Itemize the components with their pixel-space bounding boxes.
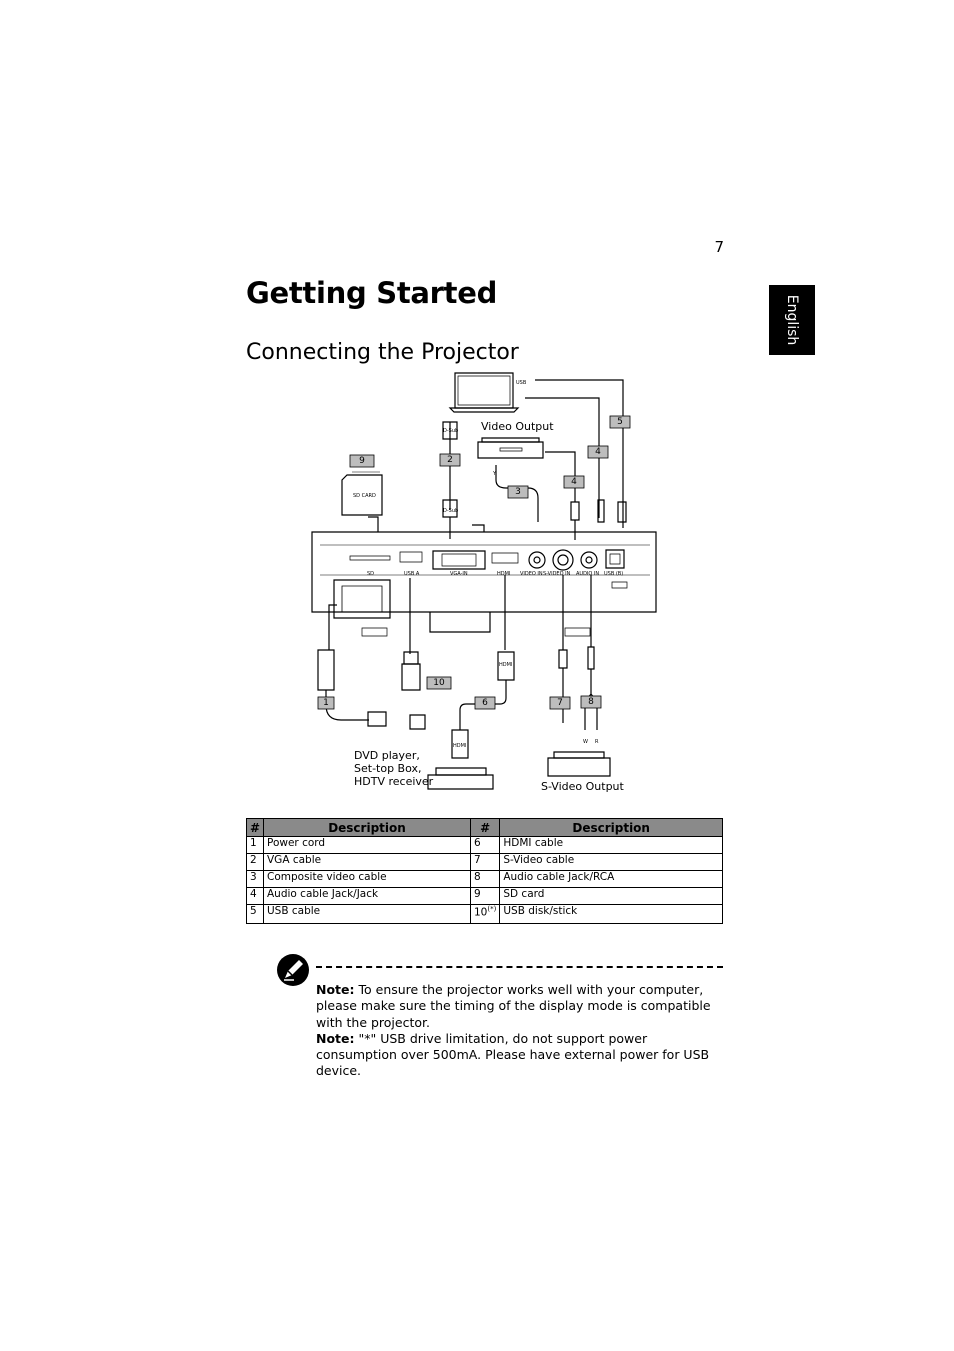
cell-desc: Power cord xyxy=(263,836,471,854)
note-1-text: To ensure the projector works well with … xyxy=(316,982,711,1030)
table-header-num-1: # xyxy=(246,818,264,837)
s-video-output-label: S-Video Output xyxy=(541,780,624,793)
cell-desc: S-Video cable xyxy=(499,853,723,871)
connector-w-label: W xyxy=(583,739,588,745)
port-sd-label: SD xyxy=(367,571,375,577)
dvd-label-line3: HDTV receiver xyxy=(354,775,434,788)
note-1: Note: To ensure the projector works well… xyxy=(316,982,716,1031)
cell-desc: Audio cable Jack/RCA xyxy=(499,870,723,888)
callout-1: 1 xyxy=(323,698,329,708)
cell-num-value: 10 xyxy=(474,906,488,919)
table-row: 5 USB cable 10(*) USB disk/stick xyxy=(246,904,723,924)
callout-10: 10 xyxy=(433,678,445,688)
port-hdmi-label: HDMI xyxy=(497,571,511,577)
port-usb-b-label: USB (B) xyxy=(604,571,624,577)
video-player-icon xyxy=(477,437,544,459)
cell-num: 7 xyxy=(469,853,501,871)
callout-7: 7 xyxy=(557,698,563,708)
note-text: Note: To ensure the projector works well… xyxy=(316,982,716,1080)
usb-connector-label: USB xyxy=(516,380,527,386)
callout-4b: 4 xyxy=(595,447,601,457)
cell-num-footnote: (*) xyxy=(487,905,497,913)
table-row: 3 Composite video cable 8 Audio cable Ja… xyxy=(246,870,723,888)
language-tab-label: English xyxy=(784,294,800,346)
table-row: 2 VGA cable 7 S-Video cable xyxy=(246,853,723,871)
laptop-icon xyxy=(448,372,520,413)
connection-diagram: 1 2 3 4 4 5 6 7 8 9 10 USB D-Sub D-Sub S… xyxy=(300,370,700,800)
sd-card-icon xyxy=(341,471,383,516)
hdmi-cable-bottom-label: HDMI xyxy=(453,743,467,749)
page-number: 7 xyxy=(714,238,724,256)
table-header-desc-2: Description xyxy=(499,818,723,837)
callout-6: 6 xyxy=(482,698,488,708)
table-header-row: # Description # Description xyxy=(246,818,723,837)
cell-num: 5 xyxy=(246,904,264,924)
hdmi-cable-label: HDMI xyxy=(499,662,513,668)
table-row: 1 Power cord 6 HDMI cable xyxy=(246,836,723,854)
svideo-player-icon xyxy=(547,751,611,777)
cell-desc: HDMI cable xyxy=(499,836,723,854)
cell-num: 4 xyxy=(246,887,264,905)
note-divider xyxy=(316,966,723,968)
port-usb-a-label: USB A xyxy=(404,571,420,577)
cell-num: 3 xyxy=(246,870,264,888)
callout-2: 2 xyxy=(447,455,453,465)
cell-num: 1 xyxy=(246,836,264,854)
table-header-num-2: # xyxy=(469,818,501,837)
cell-desc: VGA cable xyxy=(263,853,471,871)
cell-desc: SD card xyxy=(499,887,723,905)
callout-8: 8 xyxy=(588,697,594,707)
note-pen-icon xyxy=(277,954,309,986)
cell-num: 2 xyxy=(246,853,264,871)
cell-desc: USB cable xyxy=(263,904,471,924)
connector-y-label: Y xyxy=(493,471,497,477)
port-audio-in-label: AUDIO IN xyxy=(576,571,600,577)
section-title: Connecting the Projector xyxy=(246,340,519,365)
note-2-text: "*" USB drive limitation, do not support… xyxy=(316,1030,710,1079)
language-tab: English xyxy=(769,285,815,355)
cell-num: 8 xyxy=(469,870,501,888)
port-video-in-label: VIDEO IN xyxy=(520,571,543,577)
diagram-illustration xyxy=(311,372,657,790)
callout-boxes xyxy=(317,415,631,710)
cable-table: # Description # Description 1 Power cord… xyxy=(246,818,723,924)
video-output-label: Video Output xyxy=(481,420,554,433)
note-2-label: Note: xyxy=(316,1030,355,1046)
cell-desc: Audio cable Jack/Jack xyxy=(263,887,471,905)
table-header-desc-1: Description xyxy=(263,818,471,837)
port-svideo-in-label: S-VIDEO IN xyxy=(543,571,571,577)
sd-card-label: SD CARD xyxy=(353,493,376,499)
callout-3: 3 xyxy=(515,487,521,497)
cell-num: 10(*) xyxy=(469,904,501,924)
callout-9: 9 xyxy=(359,456,365,466)
table-row: 4 Audio cable Jack/Jack 9 SD card xyxy=(246,887,723,905)
cell-desc: USB disk/stick xyxy=(499,904,723,924)
dsub-top-label: D-Sub xyxy=(443,428,459,434)
dvd-player-icon xyxy=(427,767,494,790)
callout-4a: 4 xyxy=(571,477,577,487)
callout-5: 5 xyxy=(617,417,623,427)
port-vga-in-label: VGA-IN xyxy=(450,571,468,577)
note-area: Note: To ensure the projector works well… xyxy=(246,950,726,1090)
projector-icon xyxy=(311,516,657,637)
dsub-bottom-label: D-Sub xyxy=(443,508,459,514)
connector-r-label: R xyxy=(595,739,599,745)
cell-num: 9 xyxy=(469,887,501,905)
dvd-label-line2: Set-top Box, xyxy=(354,762,422,775)
note-2: Note: "*" USB drive limitation, do not s… xyxy=(316,1031,716,1080)
cell-desc: Composite video cable xyxy=(263,870,471,888)
dvd-label-line1: DVD player, xyxy=(354,749,420,762)
page-title: Getting Started xyxy=(246,276,498,310)
cell-num: 6 xyxy=(469,836,501,854)
note-1-label: Note: xyxy=(316,982,355,997)
